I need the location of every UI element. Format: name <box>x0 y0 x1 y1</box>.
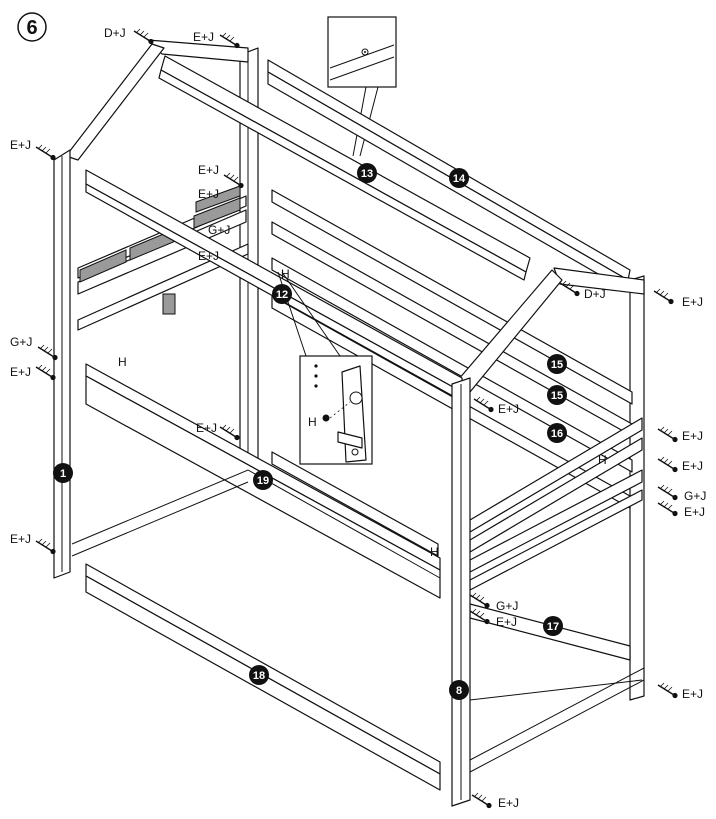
h-markers: H H H H H <box>118 267 607 559</box>
part-number-badge-icon: 15 <box>547 354 567 374</box>
hardware-label: E+J <box>682 459 703 473</box>
rear-right-post <box>629 275 645 701</box>
part-number-badge-icon: 12 <box>272 284 292 304</box>
part-number-badge-icon: 13 <box>357 163 377 183</box>
h-marker: H <box>430 545 439 559</box>
part-number-badge-icon: 15 <box>547 385 567 405</box>
hardware-label: E+J <box>10 138 31 152</box>
part-number: 12 <box>276 289 288 301</box>
part-number-badge-icon: 16 <box>547 423 567 443</box>
hardware-label: E+J <box>198 163 219 177</box>
hardware-label: E+J <box>10 365 31 379</box>
hardware-label: E+J <box>198 249 219 263</box>
part-number: 18 <box>253 670 265 682</box>
part-number-badge-icon: 1 <box>53 463 73 483</box>
hardware-label: G+J <box>208 223 230 237</box>
part-number-badge-icon: 18 <box>249 665 269 685</box>
hardware-label: D+J <box>104 26 126 40</box>
part-number: 1 <box>60 468 66 480</box>
roof-rail-13 <box>158 55 531 281</box>
rear-roof-beam <box>65 39 249 161</box>
part-number: 8 <box>456 685 462 697</box>
hardware-label: E+J <box>196 421 217 435</box>
front-right-slats <box>469 417 643 591</box>
part-number: 19 <box>257 475 269 487</box>
part-number: 16 <box>551 428 563 440</box>
step-number: 6 <box>26 17 37 39</box>
part-number-badge-icon: 17 <box>543 616 563 636</box>
hardware-label: E+J <box>10 532 31 546</box>
rear-guard-rails <box>77 185 249 331</box>
hardware-label: E+J <box>193 30 214 44</box>
part-number: 15 <box>551 390 563 402</box>
hardware-label: E+J <box>496 615 517 629</box>
hardware-label: G+J <box>496 599 518 613</box>
hardware-label: E+J <box>682 295 703 309</box>
part-number-badge-icon: 14 <box>449 168 469 188</box>
hardware-label: E+J <box>684 505 705 519</box>
part-number-badge-icon: 19 <box>253 470 273 490</box>
hardware-label: G+J <box>10 335 32 349</box>
front-right-post-8 <box>451 377 471 807</box>
part-number: 14 <box>453 173 466 185</box>
upper-side-rails <box>271 189 633 509</box>
part-badges: 1 8 12 13 14 15 15 16 <box>53 163 567 700</box>
step-number-badge: 6 <box>17 12 47 42</box>
part-number: 13 <box>361 168 373 180</box>
part-number-badge-icon: 8 <box>449 680 469 700</box>
hardware-label: E+J <box>498 402 519 416</box>
h-marker: H <box>118 355 127 369</box>
bolt-detail-callout <box>277 271 373 465</box>
hardware-label: E+J <box>682 687 703 701</box>
part-number: 17 <box>547 621 559 633</box>
h-marker: H <box>308 415 317 429</box>
front-roof-gable <box>457 267 645 393</box>
h-marker: H <box>598 453 607 467</box>
hardware-labels: D+J E+J E+J E+J E+J G+J E+J G+J E+J E+J … <box>10 26 706 810</box>
hardware-label: D+J <box>584 287 606 301</box>
hole-detail-callout <box>327 16 397 157</box>
hardware-label: E+J <box>198 187 219 201</box>
floor-frame <box>71 469 645 773</box>
h-marker: H <box>281 267 290 281</box>
hardware-label: E+J <box>498 796 519 810</box>
hardware-label: E+J <box>682 429 703 443</box>
part-number: 15 <box>551 359 563 371</box>
front-left-post-1 <box>53 149 71 579</box>
hardware-label: G+J <box>684 489 706 503</box>
